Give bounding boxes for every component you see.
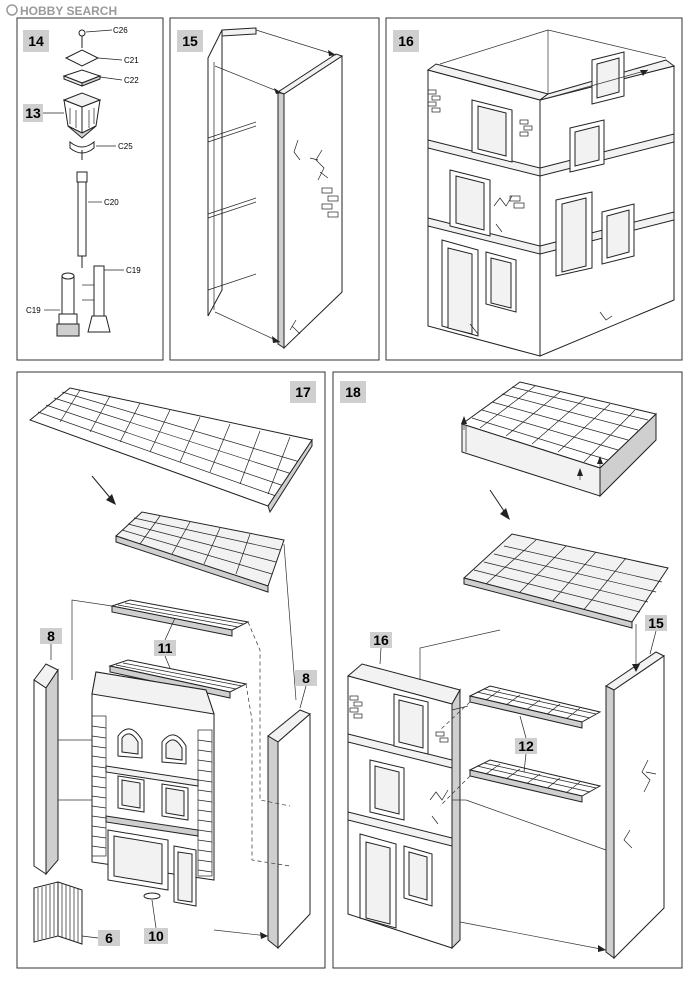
alignment-guide xyxy=(547,69,649,99)
floor-plate-upper xyxy=(110,599,250,637)
part-label-c19-upper: C19 xyxy=(126,266,141,275)
part-label-c25: C25 xyxy=(118,142,133,151)
step-15-badge xyxy=(177,30,203,52)
arched-window xyxy=(161,734,187,765)
part-label-c20: C20 xyxy=(104,198,119,207)
part-label-c26: C26 xyxy=(113,26,128,35)
wall-crack xyxy=(309,149,329,181)
part-6-badge xyxy=(98,930,120,946)
shop-window xyxy=(107,829,169,891)
floor-plate-12-lower xyxy=(468,759,602,803)
side-wall-15 xyxy=(605,651,665,960)
facade-doorway xyxy=(359,833,397,929)
subassembly-13-badge xyxy=(23,104,43,122)
inner-wall-left xyxy=(207,29,223,317)
shutter-pair xyxy=(33,881,83,945)
part-12-label: 12 xyxy=(518,738,534,754)
facade-window xyxy=(569,119,605,173)
facade-window xyxy=(591,51,625,105)
part-8-left-badge xyxy=(40,628,62,644)
watermark-text: HOBBY SEARCH xyxy=(20,4,117,18)
facade-window xyxy=(393,693,429,755)
main-facade xyxy=(91,671,215,907)
subassembly-13-label: 13 xyxy=(25,105,41,121)
part-10-badge xyxy=(144,928,168,944)
shop-door xyxy=(173,845,197,907)
step-18-number: 18 xyxy=(345,384,361,400)
step-14-number: 14 xyxy=(28,33,44,49)
part-16-label: 16 xyxy=(373,632,389,648)
part-label-c21: C21 xyxy=(124,56,139,65)
arched-window xyxy=(117,728,143,759)
part-8-left-label: 8 xyxy=(47,628,55,644)
facade-window xyxy=(601,203,635,265)
step-17: 17 xyxy=(28,381,317,950)
roof-assembly xyxy=(460,381,658,498)
part-label-c22: C22 xyxy=(124,76,139,85)
part-11-badge xyxy=(154,640,176,656)
direction-arrow xyxy=(91,475,113,501)
step-15-panel xyxy=(169,17,380,361)
step-18: 18 xyxy=(340,381,669,960)
roof-sheet-small xyxy=(115,511,285,593)
part-8-right-label: 8 xyxy=(302,670,310,686)
step-16-number: 16 xyxy=(398,33,414,49)
corner-building-16 xyxy=(346,663,461,950)
step-14: 14 C26 C21 C22 13 xyxy=(23,26,141,337)
part-11-label: 11 xyxy=(158,640,173,656)
step-14-badge xyxy=(23,30,49,52)
part-c19-base-right xyxy=(82,265,111,333)
part-13-lantern xyxy=(62,92,102,139)
step-16: 16 xyxy=(393,29,676,357)
facade-window xyxy=(161,783,189,821)
part-15-badge xyxy=(645,615,667,631)
facade-window xyxy=(403,845,433,907)
side-post-left xyxy=(33,663,59,876)
watermark-logo-icon xyxy=(6,4,18,16)
side-post-right xyxy=(267,709,311,950)
facade-doorway xyxy=(441,239,479,337)
facade-doorway xyxy=(555,191,593,277)
step-17-number: 17 xyxy=(295,384,311,400)
part-c20-post xyxy=(77,181,87,257)
step-18-badge xyxy=(340,381,366,403)
facade-window xyxy=(449,169,491,237)
hobby-search-watermark: HOBBY SEARCH xyxy=(6,4,117,18)
part-c19-base-left xyxy=(56,272,80,337)
part-label-c19-lower: C19 xyxy=(26,306,41,315)
step-16-badge xyxy=(393,30,419,52)
floor-plate-12-upper xyxy=(468,685,602,729)
part-16-badge xyxy=(370,632,392,648)
part-12-badge xyxy=(515,738,537,754)
alignment-guide xyxy=(214,65,283,94)
step-15: 15 xyxy=(177,27,344,350)
facade-window xyxy=(369,759,405,821)
part-6-label: 6 xyxy=(105,930,113,946)
part-c25-bracket xyxy=(69,140,95,154)
step-17-badge xyxy=(290,381,316,403)
roof-sheet xyxy=(462,533,669,629)
part-10-label: 10 xyxy=(148,928,164,944)
direction-arrow xyxy=(489,489,507,515)
part-c26-finial xyxy=(78,29,86,37)
part-8-right-badge xyxy=(295,670,317,686)
facade-window xyxy=(485,251,517,313)
facade-window xyxy=(117,775,145,813)
facade-window xyxy=(471,99,513,163)
part-15-label: 15 xyxy=(648,615,664,631)
step-15-number: 15 xyxy=(182,33,198,49)
roof-sheet-large xyxy=(28,387,313,514)
